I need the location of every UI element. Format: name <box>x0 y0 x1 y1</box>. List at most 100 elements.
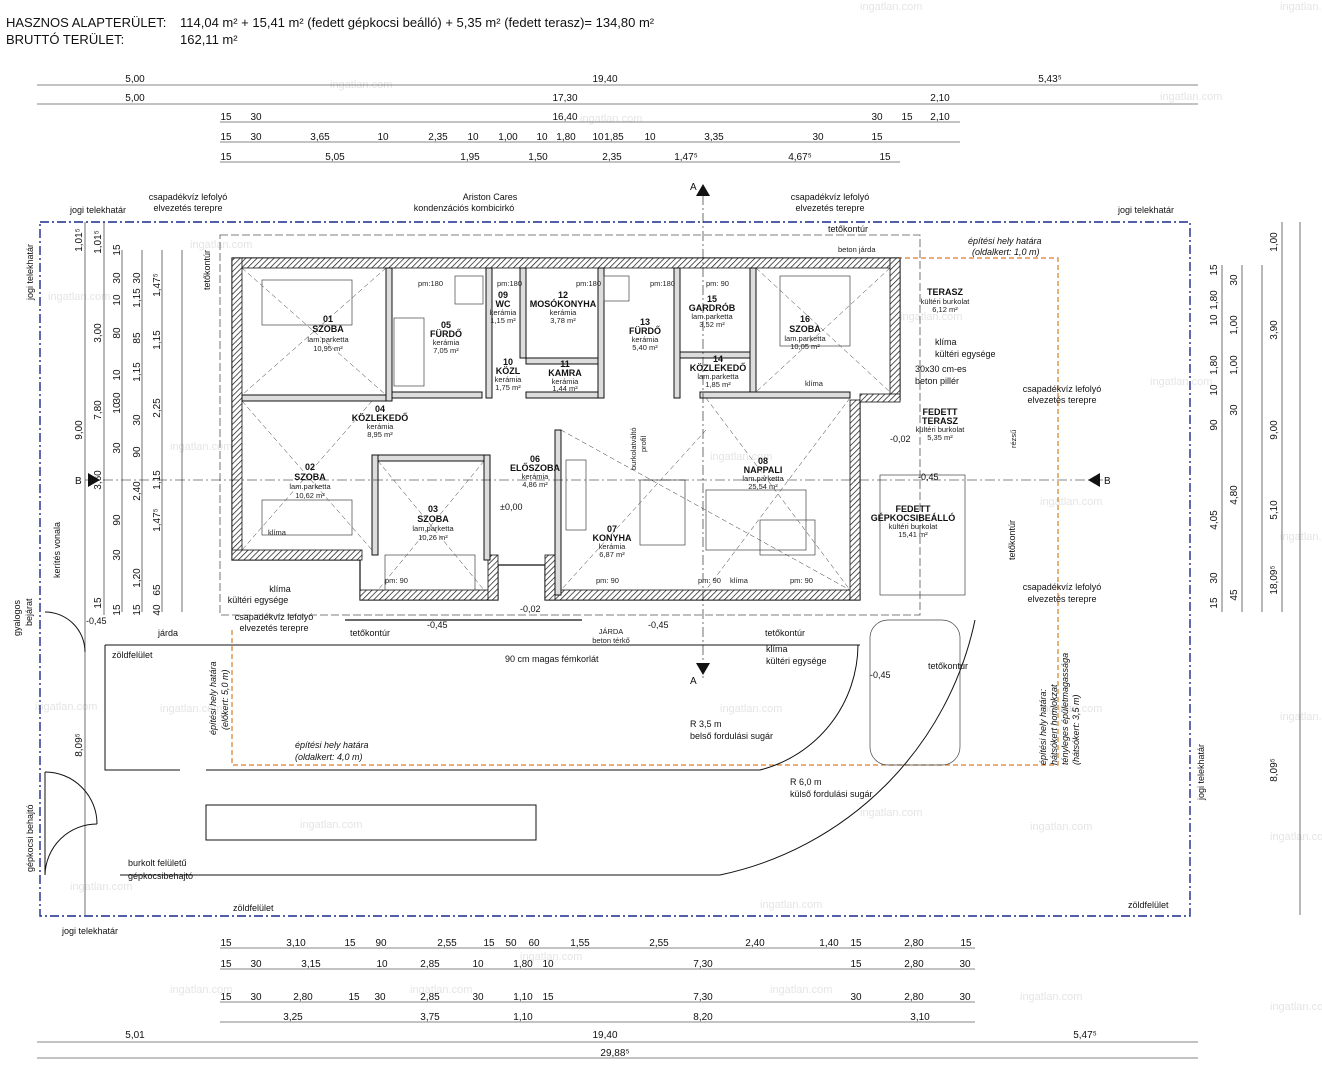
fedett-terasz-name2: TERASZ <box>922 416 959 426</box>
bot-dim-r2-9: 15 <box>850 959 862 970</box>
room-08-area: 25,54 m² <box>748 482 778 491</box>
fedett-terasz-area: 5,35 m² <box>927 433 953 442</box>
bot-dim-r3-10: 30 <box>850 992 862 1003</box>
bot-dim-r2-4: 2,85 <box>420 959 440 970</box>
building-limit-line <box>231 257 1059 766</box>
left-dim-b-4: 10 <box>112 369 123 381</box>
profil: profil <box>639 435 648 452</box>
room-05-no: 05 <box>441 320 451 330</box>
left-dim-a-0: 1,01⁵ <box>93 230 104 254</box>
left-dim-inner-5: 65 <box>152 584 163 596</box>
room-11-label: 11 KAMRA kerámia 1,44 m² <box>548 359 582 393</box>
top-dim-r1-2: 5,43⁵ <box>1038 74 1062 85</box>
left-dim-b-1: 30 <box>112 272 123 284</box>
room-01-name: SZOBA <box>312 324 344 334</box>
room-05-name: FÜRDŐ <box>430 328 462 339</box>
bot-dim-r3-4: 30 <box>374 992 386 1003</box>
r-outer-1: R 6,0 m <box>790 777 822 787</box>
room-08-floor: lam.parketta <box>742 474 784 483</box>
right-dim-outer-1: 3,90 <box>1269 320 1280 340</box>
annotations: csapadékvíz lefolyó elvezetés terepre Ar… <box>61 192 1174 936</box>
terasz-floor: kültéri burkolat <box>921 297 971 306</box>
gross-label: BRUTTÓ TERÜLET: <box>6 32 125 47</box>
pillar-2: beton pillér <box>915 376 959 386</box>
pillar-1: 30x30 cm-es <box>915 364 967 374</box>
opening-7: pm: 90 <box>596 576 619 585</box>
bot-dim-r5-0: 5,01 <box>125 1030 145 1041</box>
room-15-floor: lam.parketta <box>691 312 733 321</box>
watermark-4: ingatlan.com <box>1160 91 1222 103</box>
opening-9: pm: 90 <box>790 576 813 585</box>
bot-dim-r1-5: 15 <box>483 938 495 949</box>
watermark-22: ingatlan.com <box>1270 831 1322 843</box>
burkolatvalto: burkolatváltó <box>629 427 638 470</box>
room-diagonals <box>241 267 891 591</box>
bot-dim-r1-3: 90 <box>375 938 387 949</box>
room-04-name: KÖZLEKEDŐ <box>352 412 409 423</box>
r-inner-2: belső fordulási sugár <box>690 731 773 741</box>
driveway-1: burkolt felületű <box>128 858 187 868</box>
bot-dim-r6-0: 29,88⁵ <box>600 1048 629 1059</box>
driveway-outline <box>44 611 976 876</box>
watermark-3: ingatlan.com <box>860 1 922 13</box>
room-04-area: 8,95 m² <box>367 430 393 439</box>
tetokontur-right: tetőkontúr <box>928 661 968 671</box>
bot-dim-r3-12: 30 <box>959 992 971 1003</box>
room-14-area: 1,85 m² <box>705 380 731 389</box>
klima-room16: klíma <box>805 379 824 388</box>
bot-dim-r4-4: 3,10 <box>910 1012 930 1023</box>
drain-right-low-2: elvezetés terepre <box>1027 594 1096 604</box>
carport-name1: FEDETT <box>896 504 932 514</box>
watermark-11: ingatlan.com <box>710 451 772 463</box>
klima-room08: klíma <box>730 576 749 585</box>
room-02-floor: lam.parketta <box>289 482 331 491</box>
gyalogos-2: bejárat <box>24 598 34 626</box>
right-dim-inner-4: 4,80 <box>1229 485 1240 505</box>
level-m045-d: -0,45 <box>918 472 939 482</box>
section-a-bottom-marker <box>696 663 710 675</box>
bot-dim-r3-9: 7,30 <box>693 992 713 1003</box>
bot-dim-r1-0: 15 <box>220 938 232 949</box>
left-dim-b-2: 10 <box>112 294 123 306</box>
outdoor-labels: TERASZ kültéri burkolat 6,12 m² FEDETT T… <box>871 287 971 539</box>
carport-area: 15,41 m² <box>898 530 928 539</box>
r-inner-1: R 3,5 m <box>690 719 722 729</box>
room-08-no: 08 <box>758 456 768 466</box>
room-15-area: 3,52 m² <box>699 320 725 329</box>
bot-dim-r1-6: 50 <box>505 938 517 949</box>
top-dim-r4-0: 15 <box>220 132 232 143</box>
top-dim-r3-2: 16,40 <box>552 112 577 123</box>
drain-left-low-1: csapadékvíz lefolyó <box>235 612 314 622</box>
tetokontur-bottom: tetőkontúr <box>350 628 390 638</box>
bot-dim-r3-7: 1,10 <box>513 992 533 1003</box>
room-16-no: 16 <box>800 314 810 324</box>
room-02-no: 02 <box>305 462 315 472</box>
room-13-name: FÜRDŐ <box>629 325 661 336</box>
roof-contour <box>219 234 921 616</box>
watermark-28: ingatlan.com <box>300 819 362 831</box>
room-06-floor: kerámia <box>522 472 550 481</box>
left-dim-b-0: 15 <box>112 244 123 256</box>
interior-walls <box>241 267 851 596</box>
railing-label: 90 cm magas fémkorlát <box>505 654 599 664</box>
driveway-2: gépkocsibehajtó <box>128 871 193 881</box>
room-11-name: KAMRA <box>548 368 582 378</box>
top-dim-r4-7: 10 <box>536 132 548 143</box>
left-dim-b-7: 30 <box>112 442 123 454</box>
top-dim-r4-14: 15 <box>871 132 883 143</box>
room-16-name: SZOBA <box>789 324 821 334</box>
opening-8: pm: 90 <box>698 576 721 585</box>
room-15-label: 15 GARDRÓB lam.parketta 3,52 m² <box>689 294 736 329</box>
r-outer-2: külső fordulási sugár <box>790 789 873 799</box>
opening-1: pm:180 <box>418 279 443 288</box>
bot-dim-r2-8: 7,30 <box>693 959 713 970</box>
room-07-label: 07 KONYHA kerámia 6,87 m² <box>592 524 632 559</box>
left-dim-a-3: 3,60 <box>93 470 104 490</box>
boiler-2: kondenzációs kombicirkó <box>414 203 515 213</box>
top-dim-r5-3: 1,50 <box>528 152 548 163</box>
top-dim-r4-11: 10 <box>644 132 656 143</box>
top-dim-r1-1: 19,40 <box>592 74 617 85</box>
bot-dim-r1-9: 2,55 <box>649 938 669 949</box>
gepkocsi-behajto: gépkocsi behajtó <box>25 804 35 872</box>
bot-dim-r2-1: 30 <box>250 959 262 970</box>
